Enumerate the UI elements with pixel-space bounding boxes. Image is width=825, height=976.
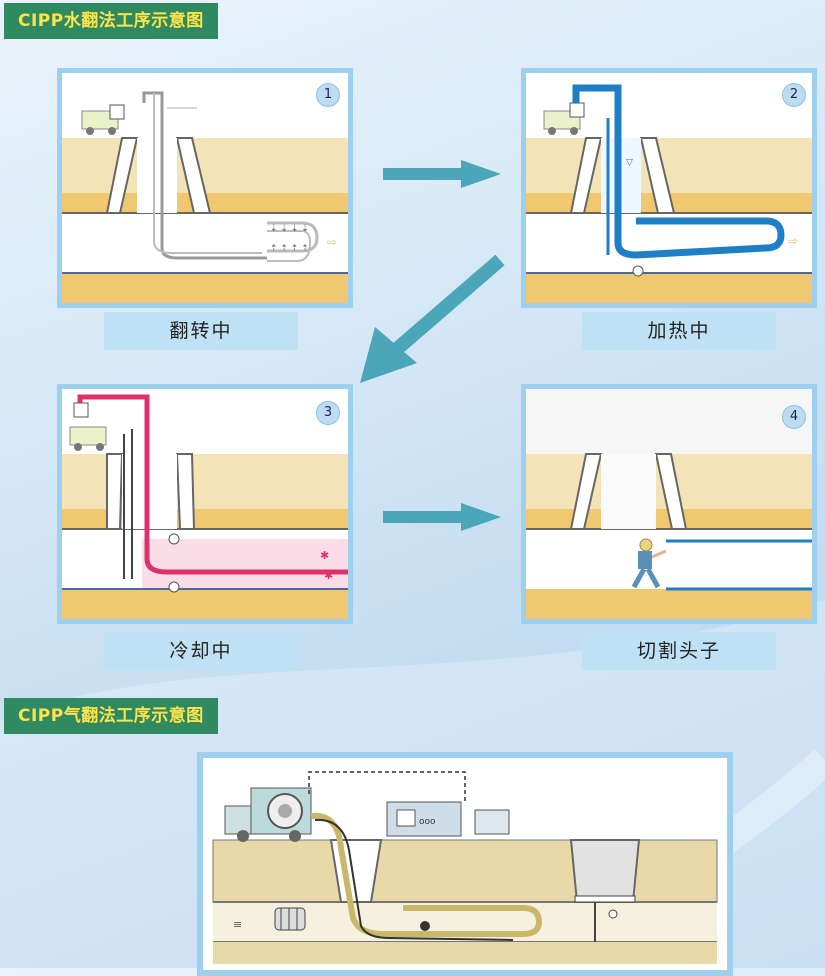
air-method-panel: ooo ≡ [197,752,733,976]
step-4-caption: 切割头子 [582,632,776,670]
step-2-badge: 2 [782,83,806,107]
truck-icon [543,102,585,135]
manhole-wall-right [175,137,212,214]
step-4-diagram [526,389,812,619]
svg-text:≡: ≡ [233,918,242,931]
arrow-right-icon [383,503,501,531]
truck-icon [224,787,312,842]
motor-icon [274,907,306,931]
manhole-wall-left [105,137,139,214]
step-3-panel: ✱ ✱ 3 [57,384,353,624]
step-1-caption: 翻转中 [104,312,298,350]
truck-icon [81,104,125,135]
step-2-panel: ▽ ⇨ 2 [521,68,817,308]
step-3-badge: 3 [316,401,340,425]
svg-text:⇨: ⇨ [788,234,798,248]
step-3-caption: 冷却中 [104,632,298,670]
arrow-right-icon [383,160,501,188]
heating-liner [572,84,785,259]
step-4-badge: 4 [782,405,806,429]
svg-text:✱: ✱ [320,549,329,562]
air-method-diagram: ooo ≡ [212,771,718,964]
manhole-right [569,839,641,903]
step-4-panel: 4 [521,384,817,624]
svg-text:⇡ ⇡ ⇡ ⇡: ⇡ ⇡ ⇡ ⇡ [270,244,309,254]
step-2-caption: 加热中 [582,312,776,350]
step-3-diagram: ✱ ✱ [62,394,348,619]
svg-text:⇣ ⇣ ⇣ ⇣: ⇣ ⇣ ⇣ ⇣ [270,224,309,234]
arrow-diagonal-icon [360,255,505,383]
step-2-diagram: ▽ ⇨ [526,84,812,303]
svg-text:⇨: ⇨ [327,235,337,249]
water-method-title: CIPP水翻法工序示意图 [4,3,218,39]
svg-text:▽: ▽ [626,158,633,168]
cooling-liner [77,394,348,575]
compressor-icon: ooo [386,801,510,837]
step-1-badge: 1 [316,83,340,107]
step-1-diagram: ⇣ ⇣ ⇣ ⇣ ⇡ ⇡ ⇡ ⇡ ⇨ [62,91,348,303]
step-1-panel: ⇣ ⇣ ⇣ ⇣ ⇡ ⇡ ⇡ ⇡ ⇨ 1 [57,68,353,308]
truck-icon [69,402,107,451]
worker-icon [631,538,667,589]
svg-text:✱: ✱ [324,569,333,582]
svg-text:ooo: ooo [419,817,436,827]
air-method-title: CIPP气翻法工序示意图 [4,698,218,734]
